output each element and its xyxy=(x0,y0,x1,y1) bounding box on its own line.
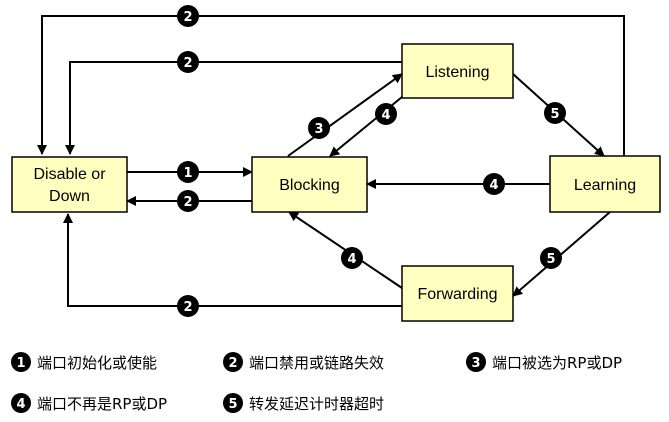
svg-text:3: 3 xyxy=(471,356,480,371)
svg-text:2: 2 xyxy=(183,195,192,210)
legend: 1 端口初始化或使能 2 端口禁用或链路失效 3 端口被选为RP或DP 4 端口… xyxy=(11,352,622,413)
edge-learning-to-forwarding xyxy=(512,211,611,297)
state-blocking-label: Blocking xyxy=(279,177,339,194)
badge-4-forwarding-blocking: 4 xyxy=(341,247,363,269)
state-learning: Learning xyxy=(549,155,661,213)
svg-text:2: 2 xyxy=(183,56,192,71)
legend-text-2: 端口禁用或链路失效 xyxy=(249,354,384,372)
svg-text:5: 5 xyxy=(550,107,559,122)
edge-blocking-to-listening xyxy=(287,73,403,157)
badge-1-init: 1 xyxy=(177,161,199,183)
edge-badges: 2 2 1 2 2 3 4 5 xyxy=(177,5,566,317)
svg-text:3: 3 xyxy=(314,122,323,137)
badge-2-listening: 2 xyxy=(177,51,199,73)
svg-text:4: 4 xyxy=(489,178,498,193)
edge-forwarding-to-disable xyxy=(63,213,402,307)
badge-2-top: 2 xyxy=(177,5,199,27)
state-disable-line1: Disable or xyxy=(33,166,106,183)
legend-text-5: 转发延迟计时器超时 xyxy=(249,395,384,413)
legend-text-3: 端口被选为RP或DP xyxy=(492,354,622,372)
state-forwarding-label: Forwarding xyxy=(417,286,497,303)
svg-text:1: 1 xyxy=(16,356,25,371)
svg-text:5: 5 xyxy=(546,252,555,267)
legend-text-4: 端口不再是RP或DP xyxy=(37,395,167,413)
edge-learning-to-disable xyxy=(37,15,625,156)
edge-listening-to-disable xyxy=(65,61,402,155)
legend-item-3: 3 端口被选为RP或DP xyxy=(466,352,622,372)
state-disable: Disable or Down xyxy=(11,156,128,213)
state-listening: Listening xyxy=(401,43,514,99)
svg-text:2: 2 xyxy=(228,356,237,371)
legend-item-5: 5 转发延迟计时器超时 xyxy=(223,393,384,413)
badge-3-blocking-listening: 3 xyxy=(308,117,330,139)
legend-text-1: 端口初始化或使能 xyxy=(37,354,157,372)
svg-text:4: 4 xyxy=(347,252,356,267)
state-forwarding: Forwarding xyxy=(401,265,514,322)
svg-text:4: 4 xyxy=(381,108,390,123)
svg-text:2: 2 xyxy=(183,10,192,25)
badge-2-blocking: 2 xyxy=(177,190,199,212)
legend-item-4: 4 端口不再是RP或DP xyxy=(11,393,167,413)
badge-2-forwarding: 2 xyxy=(177,295,199,317)
legend-item-1: 1 端口初始化或使能 xyxy=(11,352,157,372)
badge-4-listening-blocking: 4 xyxy=(375,103,397,125)
badge-4-learning-blocking: 4 xyxy=(483,173,505,195)
state-blocking: Blocking xyxy=(251,156,368,213)
state-learning-label: Learning xyxy=(574,177,636,194)
badge-5-listening-learning: 5 xyxy=(544,102,566,124)
svg-text:2: 2 xyxy=(183,300,192,315)
svg-text:1: 1 xyxy=(183,166,192,181)
legend-item-2: 2 端口禁用或链路失效 xyxy=(223,352,384,372)
svg-text:5: 5 xyxy=(228,397,237,412)
badge-5-learning-forwarding: 5 xyxy=(540,247,562,269)
state-listening-label: Listening xyxy=(425,64,489,81)
state-disable-line2: Down xyxy=(49,188,90,205)
svg-text:4: 4 xyxy=(16,397,25,412)
